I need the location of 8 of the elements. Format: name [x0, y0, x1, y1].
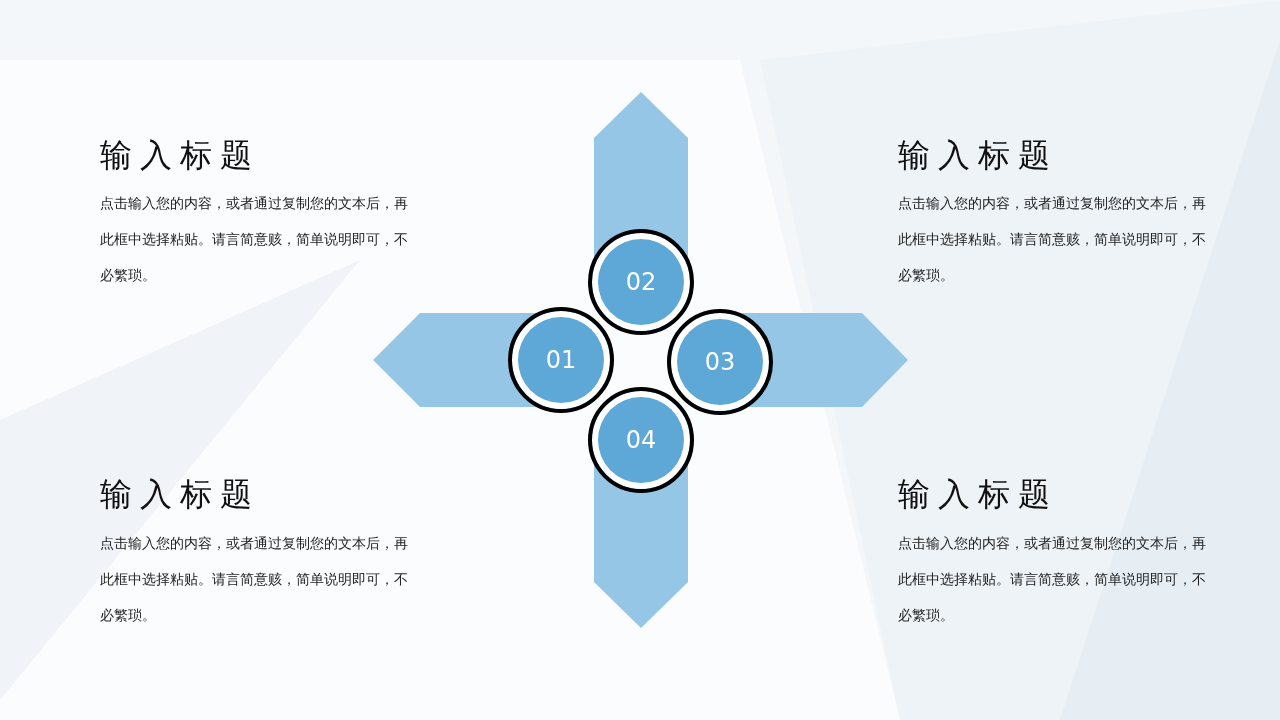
heading: 输入标题 [100, 135, 260, 175]
heading: 输入标题 [100, 474, 260, 514]
paragraph: 点击输入您的内容，或者通过复制您的文本后，再此框中选择粘贴。请言简意赅，简单说明即可，不必繁琐。 [100, 194, 409, 285]
heading: 输入标题 [898, 474, 1058, 514]
paragraph: 点击输入您的内容，或者通过复制您的文本后，再此框中选择粘贴。请言简意赅，简单说明即可，不必繁琐。 [898, 534, 1207, 625]
paragraph: 点击输入您的内容，或者通过复制您的文本后，再此框中选择粘贴。请言简意赅，简单说明即可，不必繁琐。 [898, 194, 1207, 285]
paragraph: 点击输入您的内容，或者通过复制您的文本后，再此框中选择粘贴。请言简意赅，简单说明即可，不必繁琐。 [100, 534, 409, 625]
heading: 输入标题 [898, 135, 1058, 175]
